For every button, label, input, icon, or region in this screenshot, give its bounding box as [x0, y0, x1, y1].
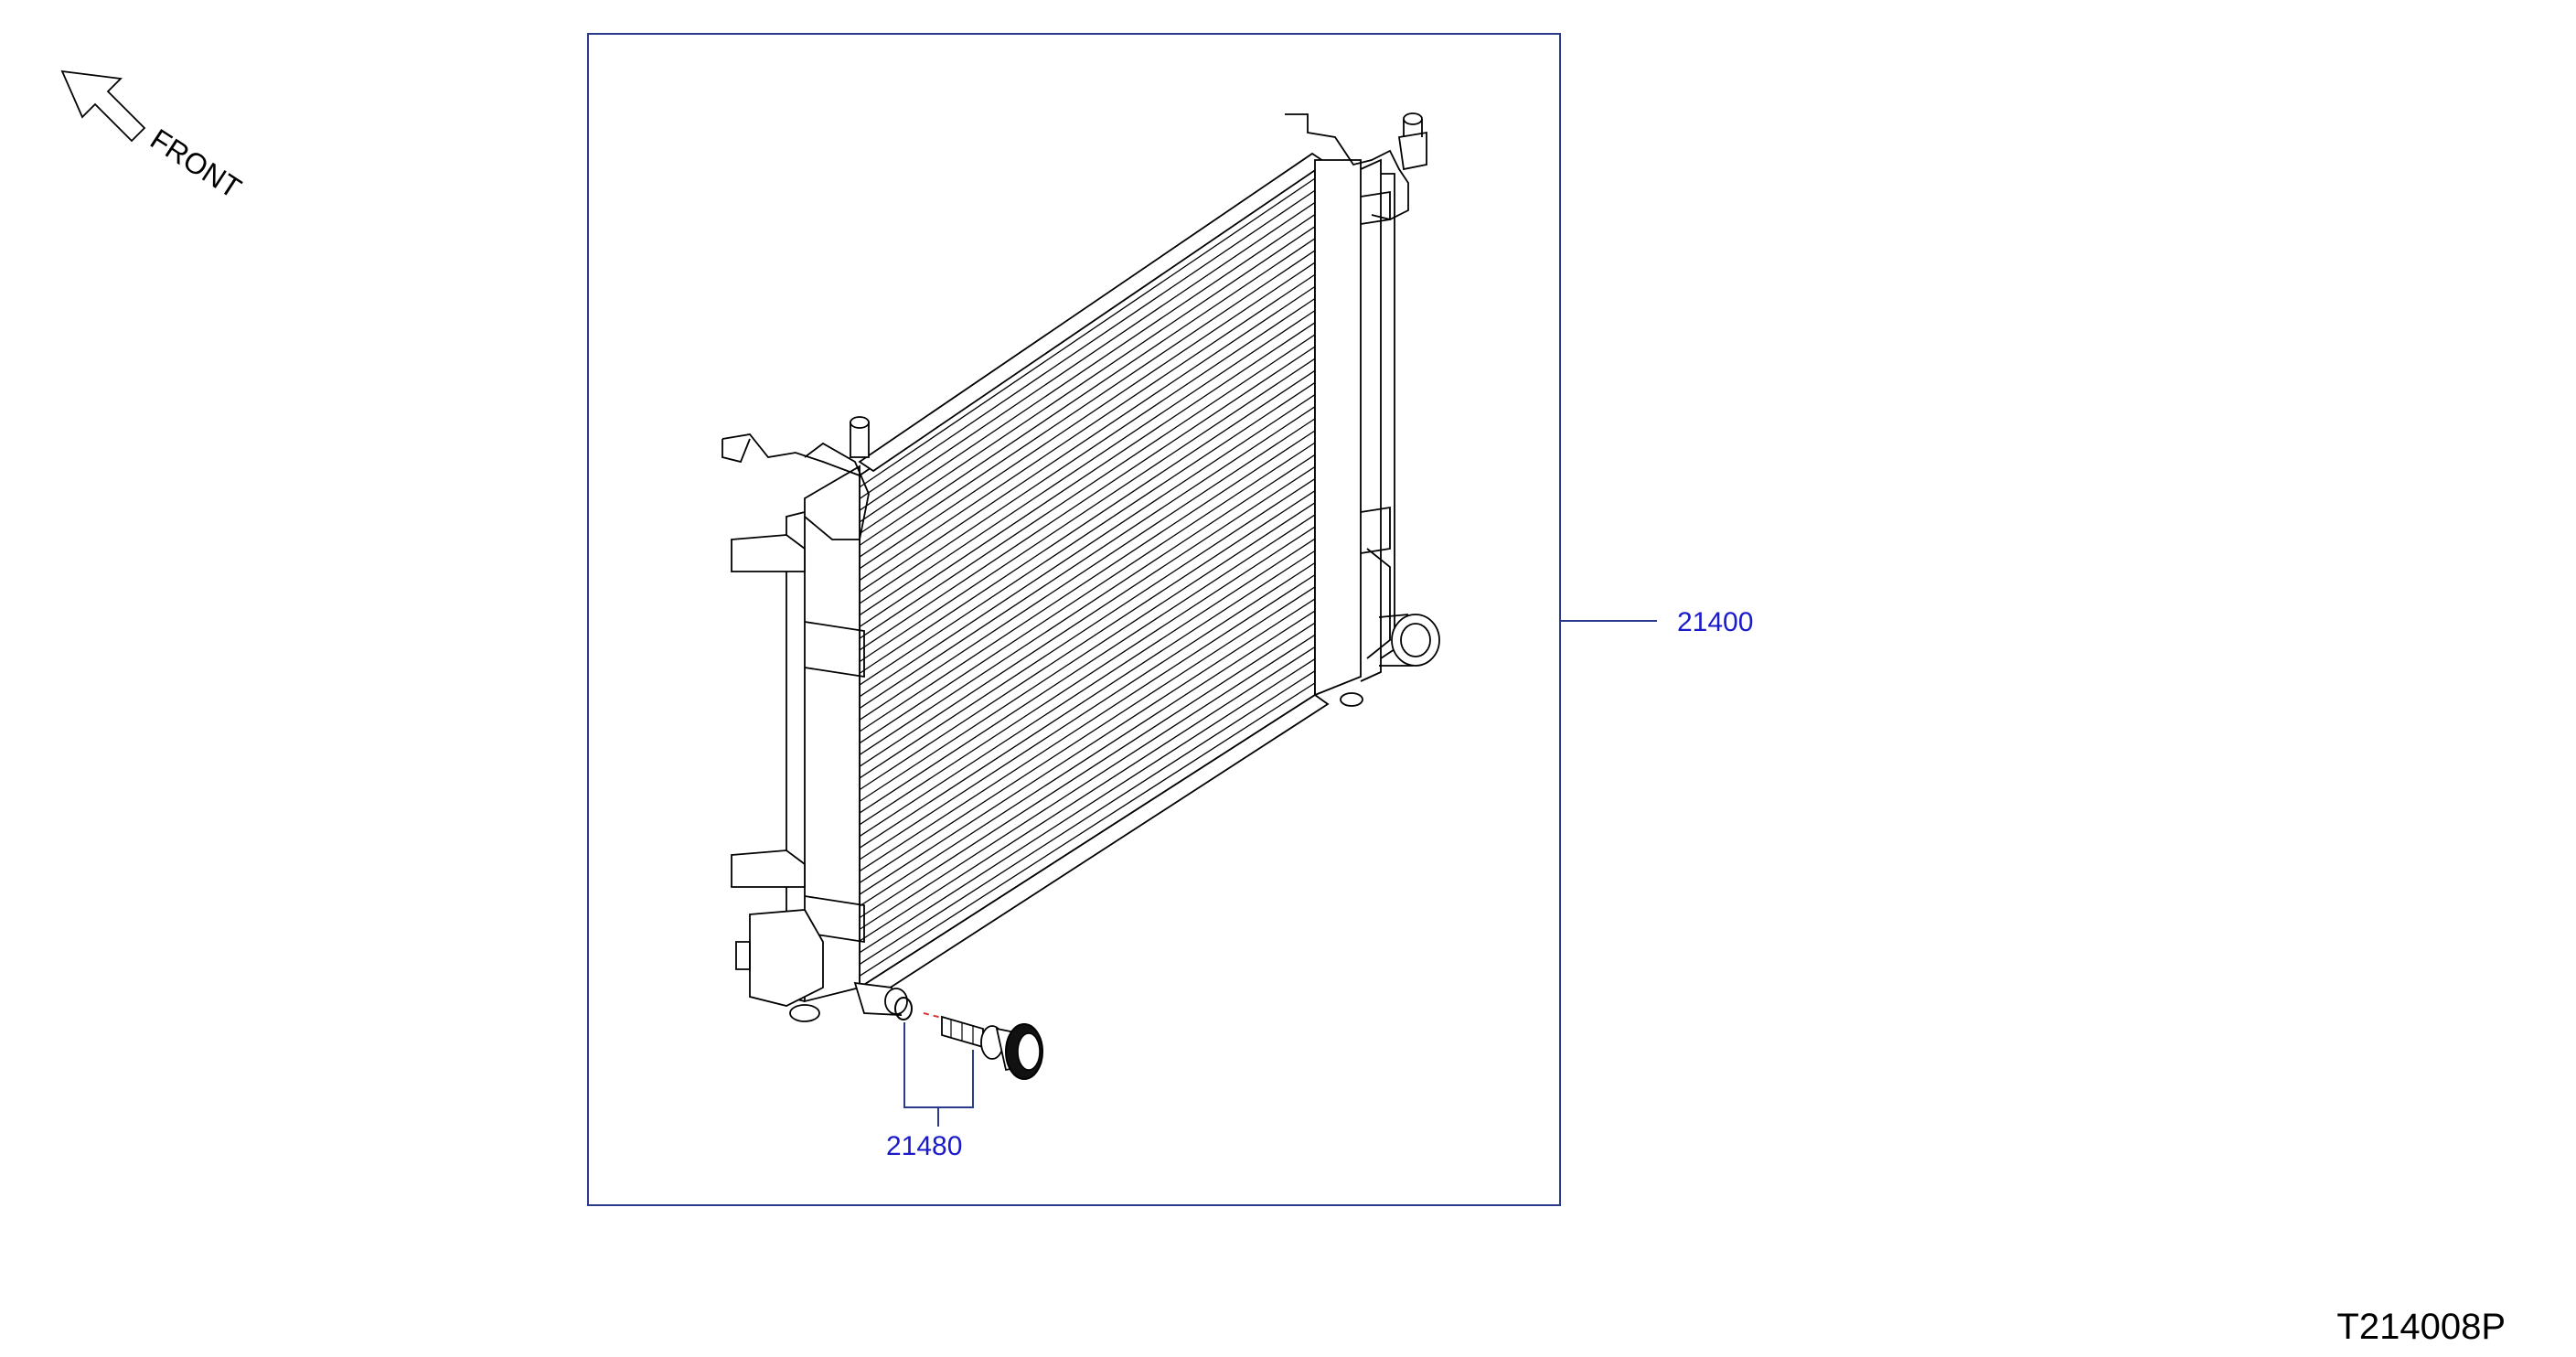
front-label: FRONT [144, 123, 247, 205]
drain-plug-illustration [894, 997, 1043, 1080]
core-fin-line [859, 250, 1316, 558]
core-fin-line [859, 381, 1316, 686]
core-fin-line [859, 465, 1316, 767]
core-fin-line [859, 226, 1316, 535]
leader-bracket-21480 [903, 1022, 974, 1127]
core-fin-line [859, 514, 1316, 814]
core-fin-line [859, 430, 1316, 732]
core-fin-line [859, 262, 1316, 570]
core-fin-line [859, 394, 1316, 698]
core-fin-line [859, 561, 1316, 860]
core-fin-line [859, 334, 1316, 639]
core-fin-line [859, 598, 1316, 895]
core-fin-line [859, 502, 1316, 802]
o-ring [894, 997, 913, 1020]
core-fin-line [859, 682, 1316, 977]
callout-drain-plug: 21480 [886, 1131, 962, 1161]
core-fin-line [859, 273, 1316, 582]
core-fin-line [859, 478, 1316, 779]
core-fin-line [859, 201, 1316, 511]
radiator-illustration [721, 112, 1440, 1022]
core-fin-line [859, 189, 1316, 499]
core-fin-line [859, 310, 1316, 616]
core-fin-line [859, 177, 1316, 488]
core-fin-line [859, 526, 1316, 826]
core-fin-line [859, 358, 1316, 663]
core-fin-line [859, 658, 1316, 954]
assembly-frame [587, 33, 1561, 1206]
core-fin-line [859, 490, 1316, 791]
core-fin-line [859, 670, 1316, 966]
core-fin-line [859, 634, 1316, 930]
core-fin-line [859, 454, 1316, 755]
core-fin-line [859, 406, 1316, 710]
core-fin-line [859, 418, 1316, 721]
core-fin-line [859, 369, 1316, 674]
core-fin-line [859, 346, 1316, 651]
diagram-reference-code: T214008P [2336, 1307, 2506, 1347]
core-fin-line [859, 442, 1316, 744]
core-fin-line [859, 610, 1316, 907]
core-fin-line [859, 297, 1316, 604]
core-fin-line [859, 538, 1316, 838]
callout-radiator: 21400 [1677, 607, 1753, 637]
core-fin-line [859, 586, 1316, 883]
core-fin-line [859, 646, 1316, 942]
core-fin-line [859, 214, 1316, 523]
core-fins [859, 177, 1316, 977]
core-fin-line [859, 550, 1316, 849]
core-fin-line [859, 238, 1316, 546]
core-fin-line [859, 622, 1316, 919]
core-fin-line [859, 574, 1316, 872]
core-fin-line [859, 322, 1316, 627]
front-arrow-icon [60, 69, 146, 143]
core-fin-line [859, 285, 1316, 593]
